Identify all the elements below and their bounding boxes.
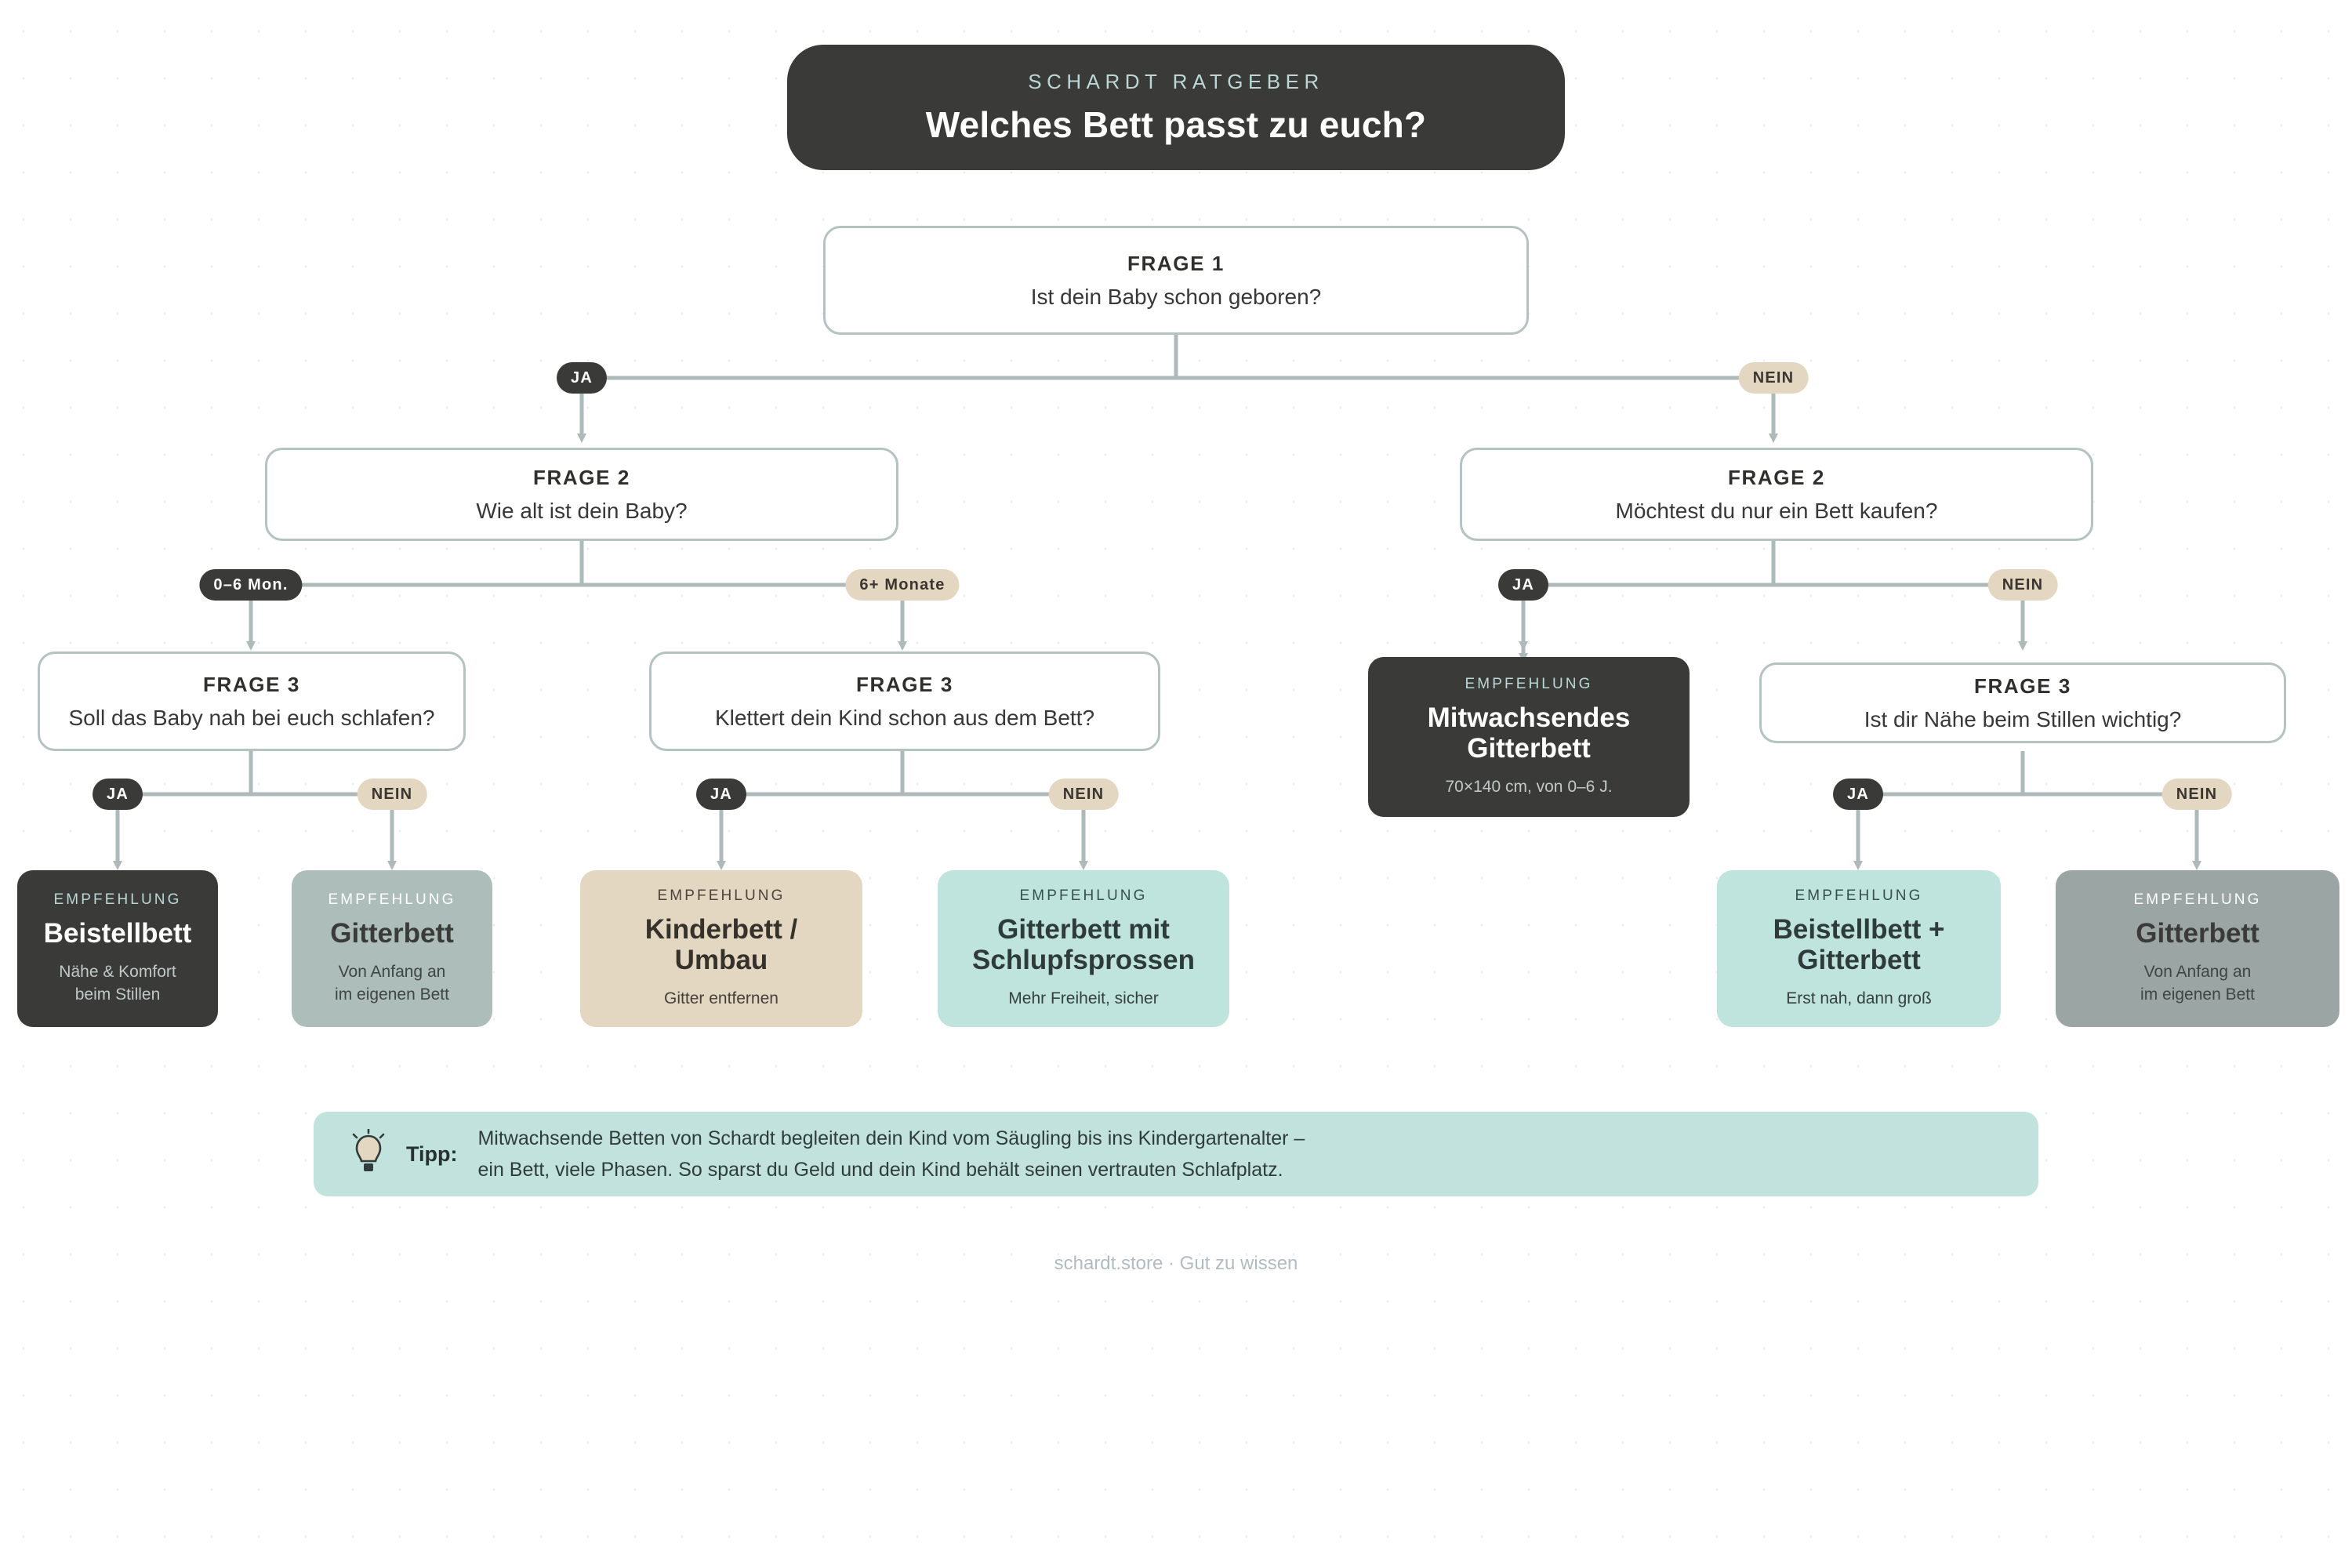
- question-node-q3-b[interactable]: FRAGE 3 Klettert dein Kind schon aus dem…: [649, 652, 1160, 751]
- question-node-q2-right[interactable]: FRAGE 2 Möchtest du nur ein Bett kaufen?: [1460, 448, 2093, 541]
- edge-badge-q2-right-nein[interactable]: NEIN: [1987, 569, 2058, 601]
- edge-badge-q3-c-nein[interactable]: NEIN: [2161, 779, 2232, 810]
- result-subtitle: Erst nah, dann groß: [1786, 989, 1932, 1007]
- edge-badge-q1-nein[interactable]: NEIN: [1738, 362, 1809, 394]
- q3-a-kicker: FRAGE 3: [203, 672, 300, 696]
- result-eyebrow: EMPFEHLUNG: [328, 891, 456, 908]
- edge-badge-q3-b-nein[interactable]: NEIN: [1048, 779, 1119, 810]
- result-title: Gitterbett: [330, 917, 454, 949]
- tip-line-2: ein Bett, viele Phasen. So sparst du Gel…: [477, 1159, 1283, 1181]
- footer-note: schardt.store · Gut zu wissen: [1054, 1253, 1298, 1274]
- result-eyebrow: EMPFEHLUNG: [1019, 887, 1148, 904]
- result-eyebrow: EMPFEHLUNG: [53, 891, 182, 908]
- result-title: Beistellbett +Gitterbett: [1773, 913, 1945, 975]
- result-eyebrow: EMPFEHLUNG: [1795, 887, 1923, 904]
- edge-badge-q2-left-old[interactable]: 6+ Monate: [845, 569, 960, 601]
- question-node-q3-a[interactable]: FRAGE 3 Soll das Baby nah bei euch schla…: [38, 652, 466, 751]
- edge-badge-q3-a-nein[interactable]: NEIN: [357, 779, 427, 810]
- question-node-q2-left[interactable]: FRAGE 2 Wie alt ist dein Baby?: [265, 448, 898, 541]
- page-title: Welches Bett passt zu euch?: [925, 103, 1427, 145]
- result-eyebrow: EMPFEHLUNG: [2133, 891, 2262, 908]
- q3-c-text: Ist dir Nähe beim Stillen wichtig?: [1864, 706, 2182, 731]
- q2-left-kicker: FRAGE 2: [533, 465, 630, 489]
- edge-badge-q3-a-ja[interactable]: JA: [93, 779, 143, 810]
- header-banner: SCHARDT RATGEBER Welches Bett passt zu e…: [787, 45, 1565, 170]
- result-subtitle: Gitter entfernen: [664, 989, 779, 1007]
- result-subtitle: Mehr Freiheit, sicher: [1008, 989, 1159, 1007]
- result-title: Beistellbett: [43, 917, 192, 949]
- result-subtitle: 70×140 cm, von 0–6 J.: [1445, 777, 1613, 796]
- result-eyebrow: EMPFEHLUNG: [1465, 675, 1593, 692]
- q2-right-kicker: FRAGE 2: [1728, 465, 1825, 489]
- q2-right-text: Möchtest du nur ein Bett kaufen?: [1615, 498, 1938, 523]
- edge-badge-q3-b-ja[interactable]: JA: [696, 779, 746, 810]
- header-eyebrow: SCHARDT RATGEBER: [1028, 69, 1324, 93]
- tip-banner: Tipp: Mitwachsende Betten von Schardt be…: [314, 1112, 2038, 1196]
- q2-left-text: Wie alt ist dein Baby?: [476, 498, 688, 523]
- result-title: Gitterbett: [2136, 917, 2259, 949]
- q3-c-kicker: FRAGE 3: [1974, 673, 2071, 698]
- result-card-kinderbett-umbau[interactable]: EMPFEHLUNG Kinderbett /Umbau Gitter entf…: [580, 870, 862, 1027]
- q1-kicker: FRAGE 1: [1127, 251, 1225, 275]
- tip-line-1: Mitwachsende Betten von Schardt begleite…: [477, 1127, 1305, 1149]
- q3-b-kicker: FRAGE 3: [856, 672, 953, 696]
- q3-a-text: Soll das Baby nah bei euch schlafen?: [68, 705, 435, 730]
- edge-badge-q2-right-ja[interactable]: JA: [1498, 569, 1548, 601]
- q3-b-text: Klettert dein Kind schon aus dem Bett?: [714, 705, 1095, 730]
- edge-badge-q1-ja[interactable]: JA: [557, 362, 607, 394]
- result-eyebrow: EMPFEHLUNG: [657, 887, 786, 904]
- tip-label: Tipp:: [406, 1142, 458, 1166]
- result-card-beistellbett-plus-gitterbett[interactable]: EMPFEHLUNG Beistellbett +Gitterbett Erst…: [1717, 870, 2001, 1027]
- lightbulb-icon: [351, 1127, 386, 1178]
- question-node-q3-c[interactable]: FRAGE 3 Ist dir Nähe beim Stillen wichti…: [1759, 662, 2286, 743]
- edge-badge-q3-c-ja[interactable]: JA: [1833, 779, 1883, 810]
- edge-badge-q2-left-young[interactable]: 0–6 Mon.: [199, 569, 303, 601]
- result-title: Kinderbett /Umbau: [644, 913, 798, 975]
- q1-text: Ist dein Baby schon geboren?: [1030, 284, 1322, 309]
- tip-text: Mitwachsende Betten von Schardt begleite…: [477, 1123, 1305, 1186]
- question-node-q1[interactable]: FRAGE 1 Ist dein Baby schon geboren?: [823, 226, 1529, 335]
